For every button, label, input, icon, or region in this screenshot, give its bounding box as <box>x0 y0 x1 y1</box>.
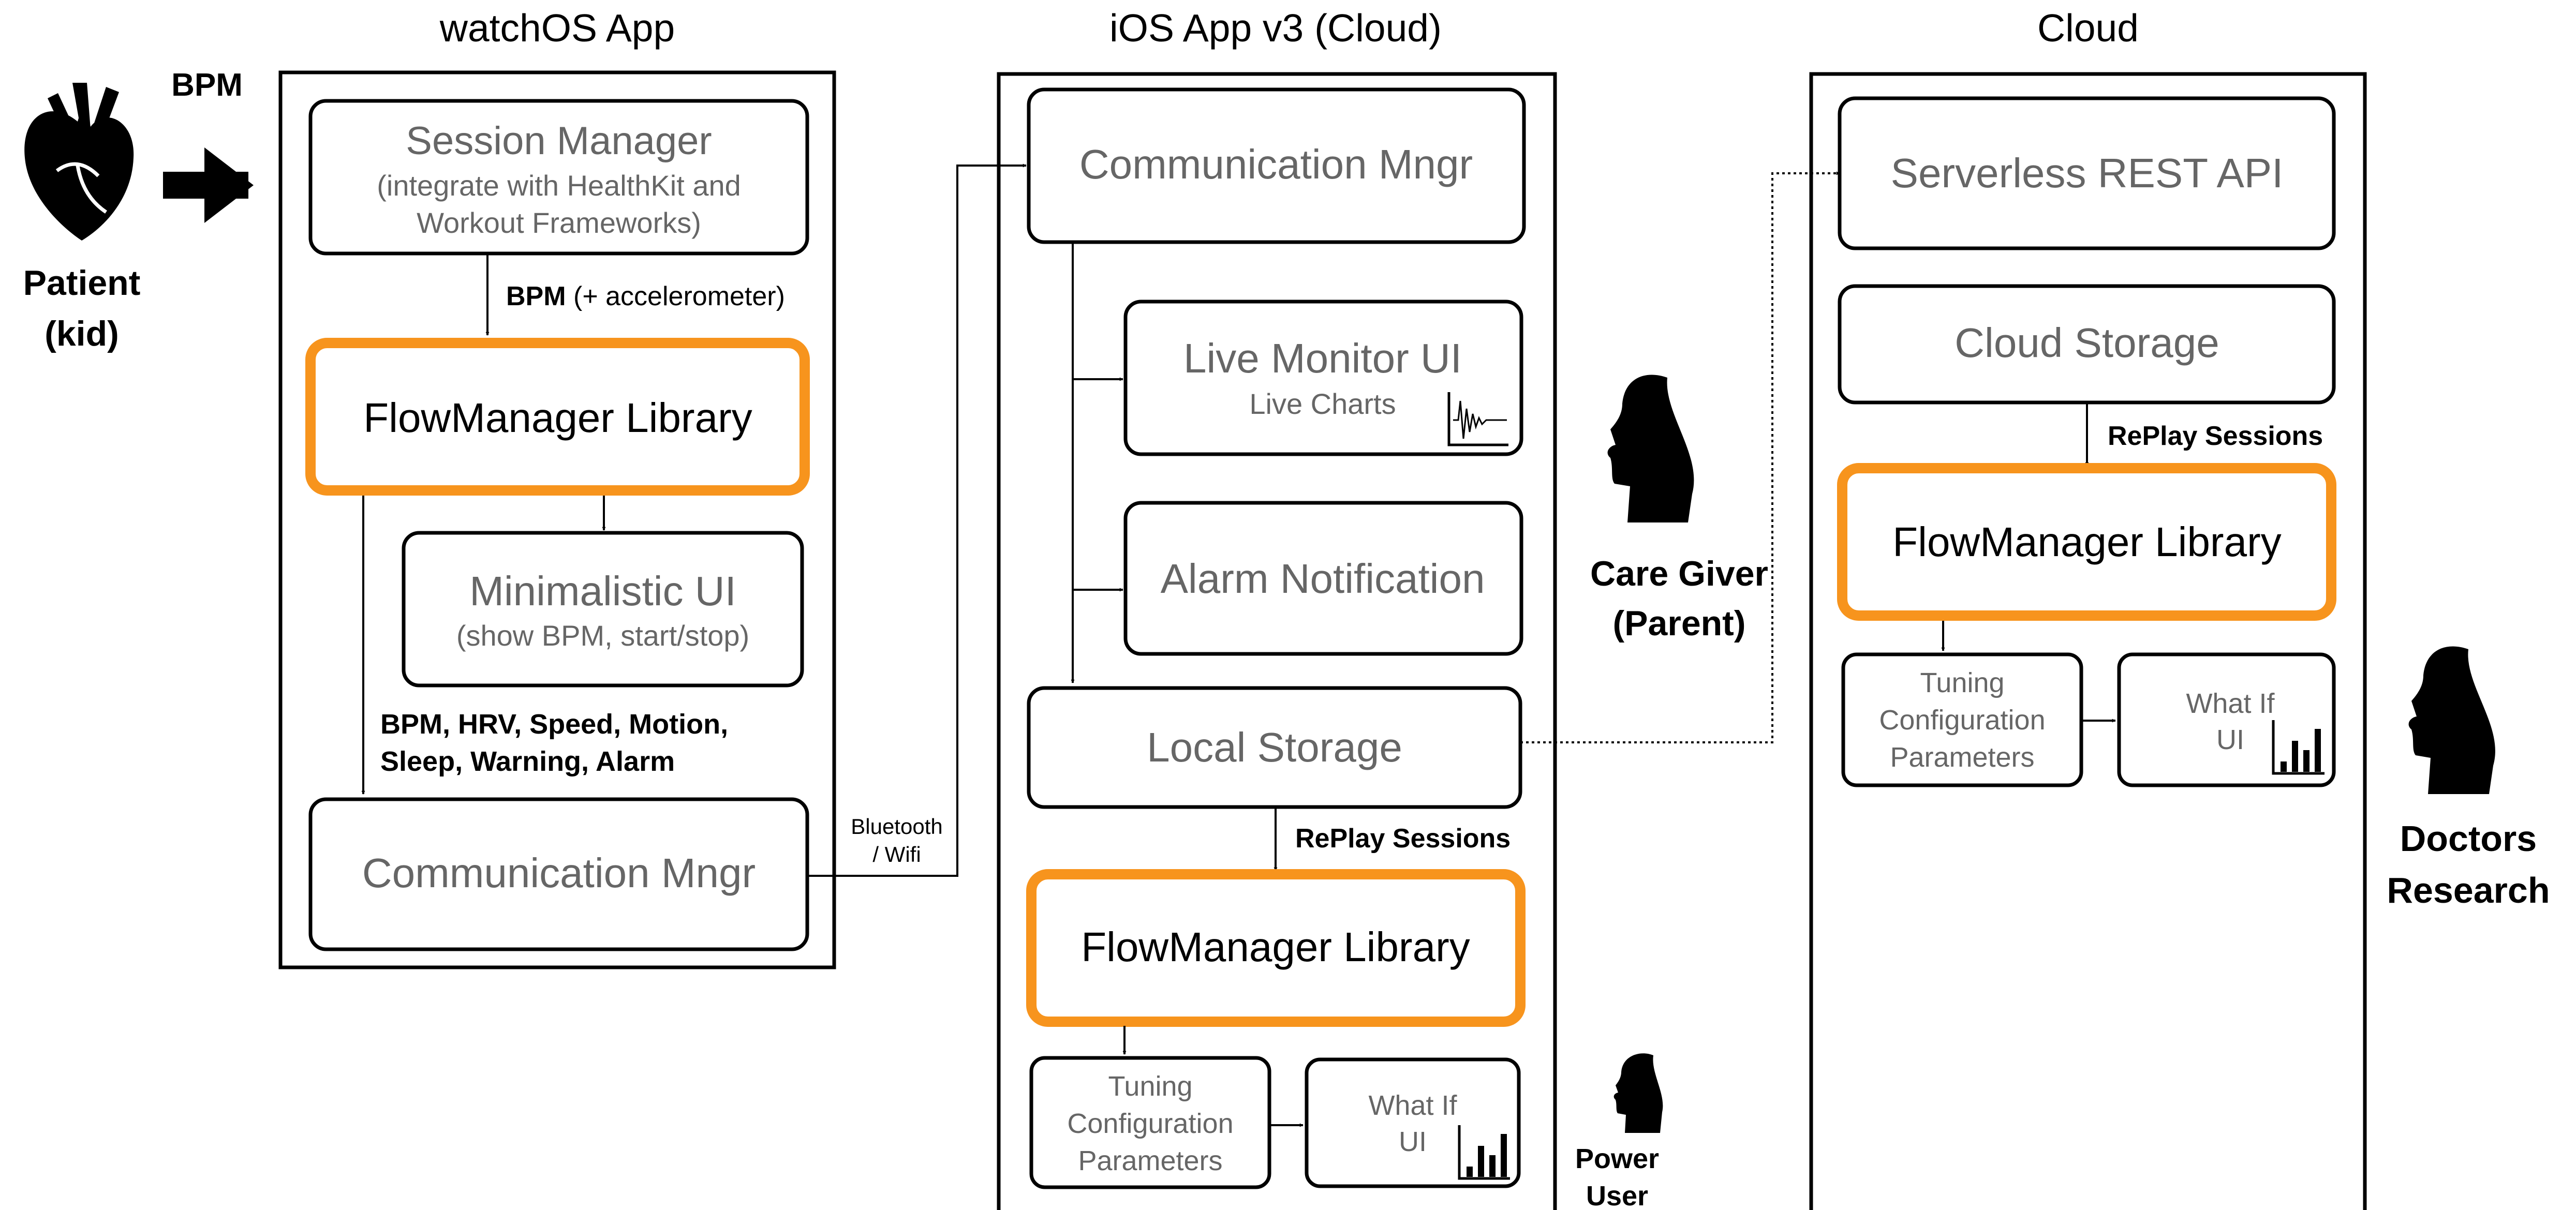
signals-label-line2: Sleep, Warning, Alarm <box>380 746 675 777</box>
actor-doctors-line2: Research <box>2387 870 2550 910</box>
actor-power-user-line2: User <box>1586 1181 1648 1210</box>
cloud-tuning-line1: Tuning <box>1920 667 2004 698</box>
actor-caregiver-line1: Care Giver <box>1590 554 1768 593</box>
cloud-whatif-box <box>2117 652 2336 787</box>
actor-caregiver-line2: (Parent) <box>1613 604 1746 643</box>
power-user-head-icon <box>1613 1053 1663 1133</box>
live-monitor-title: Live Monitor UI <box>1183 335 1462 381</box>
ios-comm-box <box>1027 87 1526 244</box>
ios-replay-label: RePlay Sessions <box>1295 824 1511 854</box>
actor-patient-line1: Patient <box>23 263 141 303</box>
bluetooth-label-line1: Bluetooth <box>851 814 942 839</box>
column-title-ios: iOS App v3 (Cloud) <box>1109 6 1442 50</box>
cloud-storage-label: Cloud Storage <box>1955 320 2219 366</box>
watch-flow-library-box <box>305 338 810 496</box>
ios-tuning-line2: Configuration <box>1067 1108 1233 1139</box>
signals-label-line1: BPM, HRV, Speed, Motion, <box>380 709 728 740</box>
cloud-bar-chart-icon <box>2272 720 2325 775</box>
arrow-local-to-cloud-api <box>1520 171 1840 743</box>
live-monitor-sub: Live Charts <box>1249 387 1396 420</box>
minimalistic-ui-box <box>402 531 804 688</box>
actor-doctors-line1: Doctors <box>2400 818 2537 859</box>
cloud-whatif-line2: UI <box>2216 724 2244 755</box>
ios-whatif-line2: UI <box>1399 1126 1427 1157</box>
ios-tuning-line3: Parameters <box>1078 1145 1222 1176</box>
bluetooth-label-line2: / Wifi <box>872 842 921 867</box>
actor-patient-line2: (kid) <box>45 314 119 353</box>
bpm-input-label: BPM <box>171 67 243 103</box>
alarm-notification-box <box>1123 501 1523 656</box>
column-title-cloud: Cloud <box>2037 6 2139 50</box>
actor-power-user-line1: Power <box>1575 1143 1659 1174</box>
bpm-input-arrowhead <box>204 147 254 223</box>
cloud-whatif-line1: What If <box>2186 688 2275 719</box>
heart-icon <box>24 83 134 241</box>
bpm-flow-bold: BPM <box>506 281 566 311</box>
session-manager-sub2: Workout Frameworks) <box>417 206 701 239</box>
watch-comm-box <box>308 797 809 951</box>
ios-flow-library-box <box>1026 869 1526 1027</box>
doctors-head-icon <box>2408 646 2495 794</box>
session-manager-title: Session Manager <box>406 119 712 163</box>
ios-bar-chart-icon <box>1458 1125 1510 1180</box>
alarm-notification-label: Alarm Notification <box>1161 556 1485 602</box>
live-chart-icon <box>1447 392 1508 446</box>
local-storage-label: Local Storage <box>1147 724 1402 770</box>
bpm-flow-label: BPM (+ accelerometer) <box>506 281 785 311</box>
cloud-tuning-line2: Configuration <box>1879 705 2045 736</box>
cloud-flow-library-box <box>1837 463 2336 621</box>
cloud-flow-library-label: FlowManager Library <box>1892 519 2281 565</box>
arrow-watch-to-ios <box>807 163 1027 877</box>
cloud-frame <box>1809 72 2367 1210</box>
minimalistic-ui-sub: (show BPM, start/stop) <box>456 619 749 652</box>
caregiver-head-icon <box>1607 375 1694 522</box>
ios-whatif-box <box>1305 1057 1521 1188</box>
serverless-api-label: Serverless REST API <box>1891 150 2284 196</box>
watch-comm-label: Communication Mngr <box>362 850 756 896</box>
serverless-api-box <box>1838 96 2336 250</box>
ios-flow-library-label: FlowManager Library <box>1081 924 1470 970</box>
session-manager-box <box>308 99 809 256</box>
cloud-tuning-line3: Parameters <box>1890 742 2034 773</box>
minimalistic-ui-title: Minimalistic UI <box>469 568 736 614</box>
ios-comm-label: Communication Mngr <box>1079 141 1473 187</box>
ios-tuning-line1: Tuning <box>1108 1071 1192 1102</box>
ios-tuning-box <box>1029 1056 1271 1189</box>
ios-whatif-line1: What If <box>1368 1090 1457 1121</box>
watch-flow-library-label: FlowManager Library <box>363 395 752 441</box>
column-title-watchos: watchOS App <box>439 6 675 50</box>
cloud-replay-label: RePlay Sessions <box>2108 421 2323 451</box>
bpm-flow-rest: (+ accelerometer) <box>566 281 785 311</box>
live-monitor-box <box>1123 300 1523 456</box>
session-manager-sub1: (integrate with HealthKit and <box>377 169 741 202</box>
